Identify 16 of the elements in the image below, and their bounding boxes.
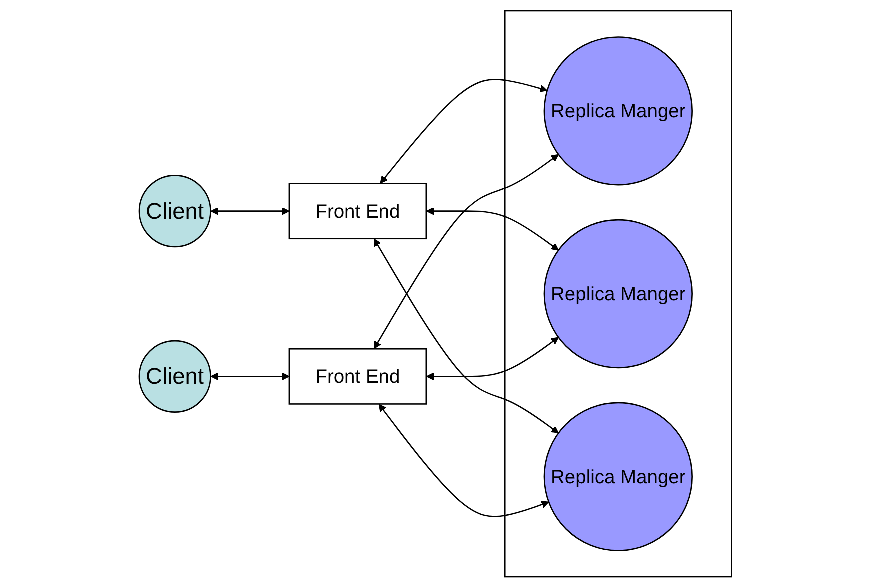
arrow [379,404,550,518]
arrow [426,207,560,251]
node-circle: Replica Manger [544,402,694,552]
cluster [504,10,733,578]
node-circle: Client [139,175,212,248]
arrow [211,372,290,381]
arrow [211,207,290,216]
node-box: Front End [289,348,428,405]
arrow [426,337,560,381]
arrow [374,238,560,434]
node-circle: Client [139,340,212,413]
node-circle: Replica Manger [544,36,694,186]
node-circle: Replica Manger [544,219,694,369]
node-box: Front End [289,183,428,240]
arrow [380,78,548,184]
arrow [374,154,560,350]
